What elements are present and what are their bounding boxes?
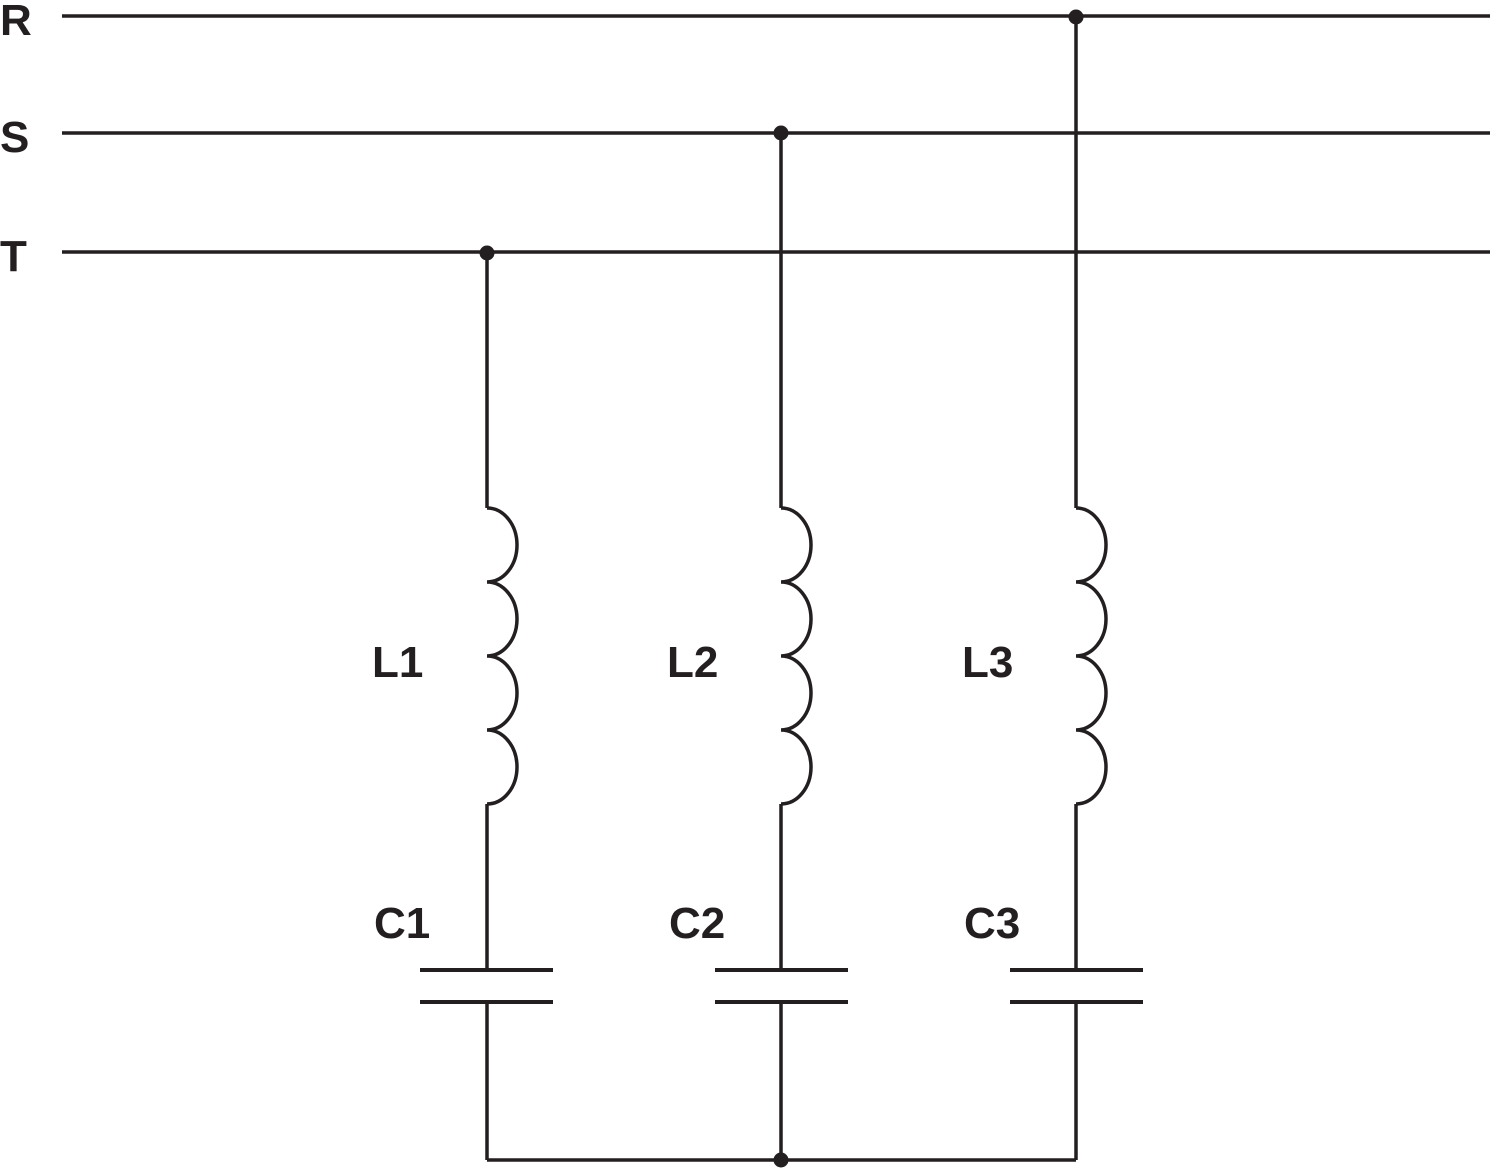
inductor-l1-symbol	[486, 506, 519, 806]
bus-label-t: T	[0, 232, 27, 281]
inductor-l1-label: L1	[372, 638, 423, 687]
star-point-node	[773, 1152, 789, 1168]
inductor-l2-label: L2	[667, 638, 718, 687]
capacitor-c3-label: C3	[964, 899, 1020, 948]
branch-1: L1 C1	[372, 253, 553, 1160]
capacitor-c2-label: C2	[669, 899, 725, 948]
inductor-l3-label: L3	[962, 638, 1013, 687]
bus-label-s: S	[0, 113, 29, 162]
branch-2: L2 C2	[667, 133, 848, 1160]
capacitor-c1-label: C1	[374, 899, 430, 948]
inductor-l3-symbol	[1075, 506, 1108, 806]
inductor-l2-symbol	[780, 506, 813, 806]
branch-3: L3 C3	[962, 17, 1143, 1160]
bus-label-r: R	[0, 0, 32, 45]
